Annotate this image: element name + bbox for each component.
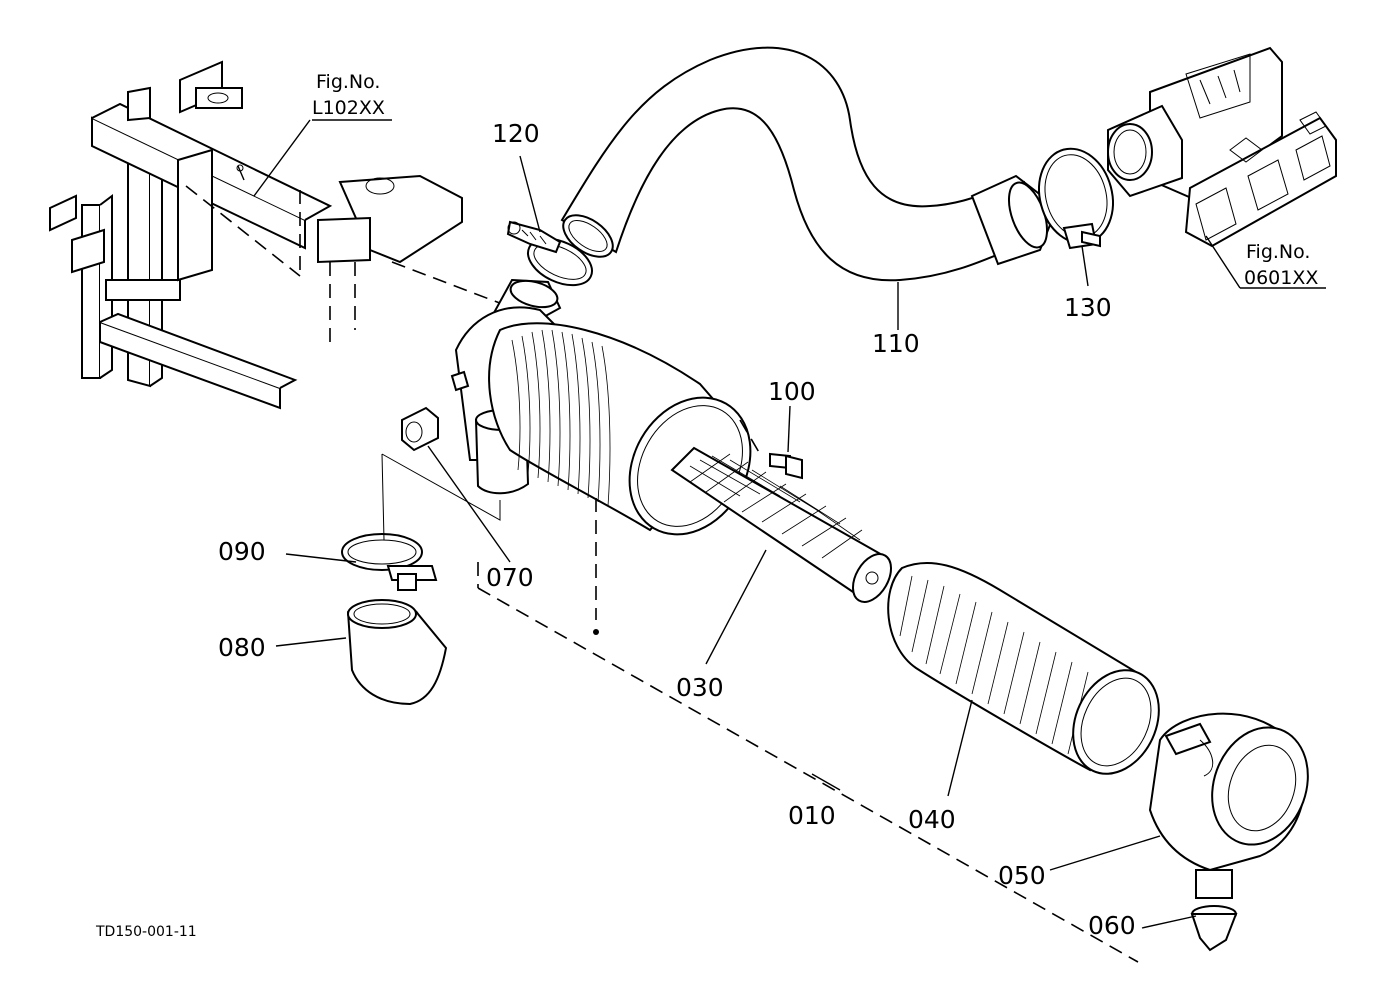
leader-lines [253, 119, 1326, 929]
part-label-040: 040 [908, 805, 956, 834]
cover-050 [1148, 712, 1309, 899]
fig-ref-line1: Fig.No. [316, 71, 380, 93]
part-labels: 010 030 040 050 060 070 080 090 100 110 … [218, 119, 1136, 940]
part-label-030: 030 [676, 673, 724, 702]
part-label-130: 130 [1064, 293, 1112, 322]
band-clamp-090 [341, 533, 438, 591]
fig-ref-line1: Fig.No. [1246, 241, 1310, 263]
part-label-070: 070 [486, 563, 534, 592]
part-label-010: 010 [788, 801, 836, 830]
part-label-080: 080 [218, 633, 266, 662]
element-pleats [899, 575, 1089, 755]
rubber-elbow-080 [346, 599, 448, 706]
element-mesh [689, 453, 863, 559]
hose-clamp-120 [506, 220, 593, 287]
assembly-guide-070 [381, 453, 501, 541]
part-label-110: 110 [872, 329, 920, 358]
part-label-060: 060 [1088, 911, 1136, 940]
part-label-050: 050 [998, 861, 1046, 890]
rubber-mount-070 [401, 406, 439, 452]
tractor-frame [49, 60, 561, 410]
part-label-100: 100 [768, 377, 816, 406]
part-label-090: 090 [218, 537, 266, 566]
drawing-code: TD150-001-11 [95, 924, 197, 940]
canister-ribs [511, 329, 611, 507]
safety-element-030 [670, 446, 892, 603]
fig-ref-line2: 0601XX [1244, 267, 1318, 289]
evacuator-valve-060 [1190, 905, 1238, 952]
figure-reference-l102: Fig.No. L102XX [312, 71, 385, 119]
hose-clamp-130 [1038, 147, 1114, 250]
primary-element-040 [887, 561, 1160, 775]
figure-reference-0601: Fig.No. 0601XX [1244, 241, 1318, 289]
assembly-dash-010 [477, 587, 1139, 963]
fig-ref-line2: L102XX [312, 97, 385, 119]
engine-manifold [1107, 46, 1337, 248]
assembly-dot [593, 629, 599, 635]
bolt-100 [769, 452, 803, 480]
air-hose-110 [560, 46, 1054, 282]
part-label-120: 120 [492, 119, 540, 148]
